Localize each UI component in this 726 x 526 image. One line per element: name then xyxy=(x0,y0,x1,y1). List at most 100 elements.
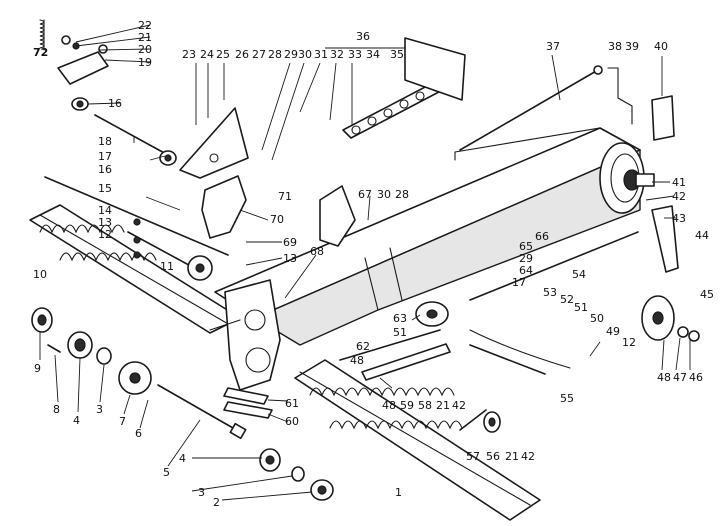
callout-48: 48 xyxy=(657,371,671,384)
callout-61: 61 xyxy=(285,397,299,410)
callout-17: 17 xyxy=(98,150,112,163)
pin-8 xyxy=(47,344,61,353)
callout-17: 17 xyxy=(512,276,526,289)
callout-22: 22 xyxy=(138,19,152,32)
callout-9: 9 xyxy=(34,362,41,375)
callout-16: 16 xyxy=(98,163,112,176)
callout-50: 50 xyxy=(590,312,604,325)
callout-28: 28 xyxy=(268,48,282,61)
callout-51: 51 xyxy=(393,326,407,339)
bush-16 xyxy=(71,97,89,111)
callout-33: 33 xyxy=(348,48,362,61)
callout-32: 32 xyxy=(330,48,344,61)
callout-42: 42 xyxy=(452,399,466,412)
callout-68: 68 xyxy=(310,245,324,258)
callout-2: 2 xyxy=(213,496,220,509)
callout-48: 48 xyxy=(350,354,364,367)
callout-41: 41 xyxy=(672,176,686,189)
callout-20: 20 xyxy=(138,43,152,56)
bush-9 xyxy=(31,307,53,333)
callout-5: 5 xyxy=(163,466,170,479)
leader-lines xyxy=(39,24,691,501)
callout-71: 71 xyxy=(278,190,292,203)
shaft-5-6 xyxy=(157,384,247,440)
callout-28: 28 xyxy=(395,188,409,201)
washer-3a xyxy=(96,347,112,365)
callout-63: 63 xyxy=(393,312,407,325)
shaft-12-14 xyxy=(127,218,199,271)
callout-42: 42 xyxy=(672,190,686,203)
callout-21: 21 xyxy=(138,31,152,44)
callout-labels: 72 22 21 20 19 16 18 17 16 15 14 13 12 1… xyxy=(33,19,714,509)
callout-48: 48 xyxy=(382,399,396,412)
callout-4: 4 xyxy=(73,414,80,427)
main-beam xyxy=(214,127,641,346)
callout-21: 21 xyxy=(436,399,450,412)
rod-54 xyxy=(469,231,639,301)
callout-52: 52 xyxy=(560,293,574,306)
callout-14: 14 xyxy=(98,204,112,217)
callout-6: 6 xyxy=(135,427,142,440)
callout-39: 39 xyxy=(625,40,639,53)
callout-58: 58 xyxy=(418,399,432,412)
callout-7: 7 xyxy=(119,415,126,428)
arm-43 xyxy=(651,205,679,273)
spring-72 xyxy=(39,19,45,51)
callout-16: 16 xyxy=(108,97,122,110)
callout-29: 29 xyxy=(519,252,533,265)
callout-59: 59 xyxy=(400,399,414,412)
plate-26 xyxy=(179,107,249,179)
callout-45: 45 xyxy=(700,288,714,301)
callout-18: 18 xyxy=(98,135,112,148)
callout-12: 12 xyxy=(622,336,636,349)
callout-34: 34 xyxy=(366,48,380,61)
callout-26: 26 xyxy=(235,48,249,61)
callout-30: 30 xyxy=(298,48,312,61)
callout-57: 57 xyxy=(466,450,480,463)
callout-35: 35 xyxy=(390,48,404,61)
sprocket-11 xyxy=(187,255,213,281)
callout-72: 72 xyxy=(33,46,48,59)
callout-37: 37 xyxy=(546,40,560,53)
callout-51: 51 xyxy=(574,301,588,314)
gearbox-housing xyxy=(209,279,281,391)
bush-56 xyxy=(483,411,501,433)
tensioner-35 xyxy=(404,37,466,101)
callout-67: 67 xyxy=(358,188,372,201)
callout-13: 13 xyxy=(98,216,112,229)
callout-3: 3 xyxy=(96,403,103,416)
callout-25: 25 xyxy=(216,48,230,61)
callout-42: 42 xyxy=(521,450,535,463)
callout-66: 66 xyxy=(535,230,549,243)
rod-15 xyxy=(44,176,229,256)
callout-23: 23 xyxy=(182,48,196,61)
shaft-18 xyxy=(94,114,169,156)
arm-59-62 xyxy=(339,329,451,381)
drive-shaft-37 xyxy=(459,65,603,151)
callout-15: 15 xyxy=(98,182,112,195)
callout-3: 3 xyxy=(198,486,205,499)
bracket-70 xyxy=(201,175,247,239)
callout-55: 55 xyxy=(560,392,574,405)
callout-62: 62 xyxy=(356,340,370,353)
callout-47: 47 xyxy=(673,371,687,384)
callout-24: 24 xyxy=(200,48,214,61)
pin-57 xyxy=(459,409,487,431)
bearing-16b xyxy=(159,150,177,166)
washer-3b xyxy=(291,466,305,482)
bearing-4b xyxy=(259,448,281,472)
pulley-45 xyxy=(641,295,675,341)
plates-60-61 xyxy=(223,387,273,419)
washers-20-22 xyxy=(61,35,80,50)
callout-54: 54 xyxy=(572,268,586,281)
callout-11: 11 xyxy=(160,260,174,273)
callout-21: 21 xyxy=(505,450,519,463)
callout-13: 13 xyxy=(283,252,297,265)
callout-60: 60 xyxy=(285,415,299,428)
callout-36: 36 xyxy=(356,30,370,43)
callout-12: 12 xyxy=(98,228,112,241)
callout-4: 4 xyxy=(179,452,186,465)
beam-pulley xyxy=(599,142,655,214)
